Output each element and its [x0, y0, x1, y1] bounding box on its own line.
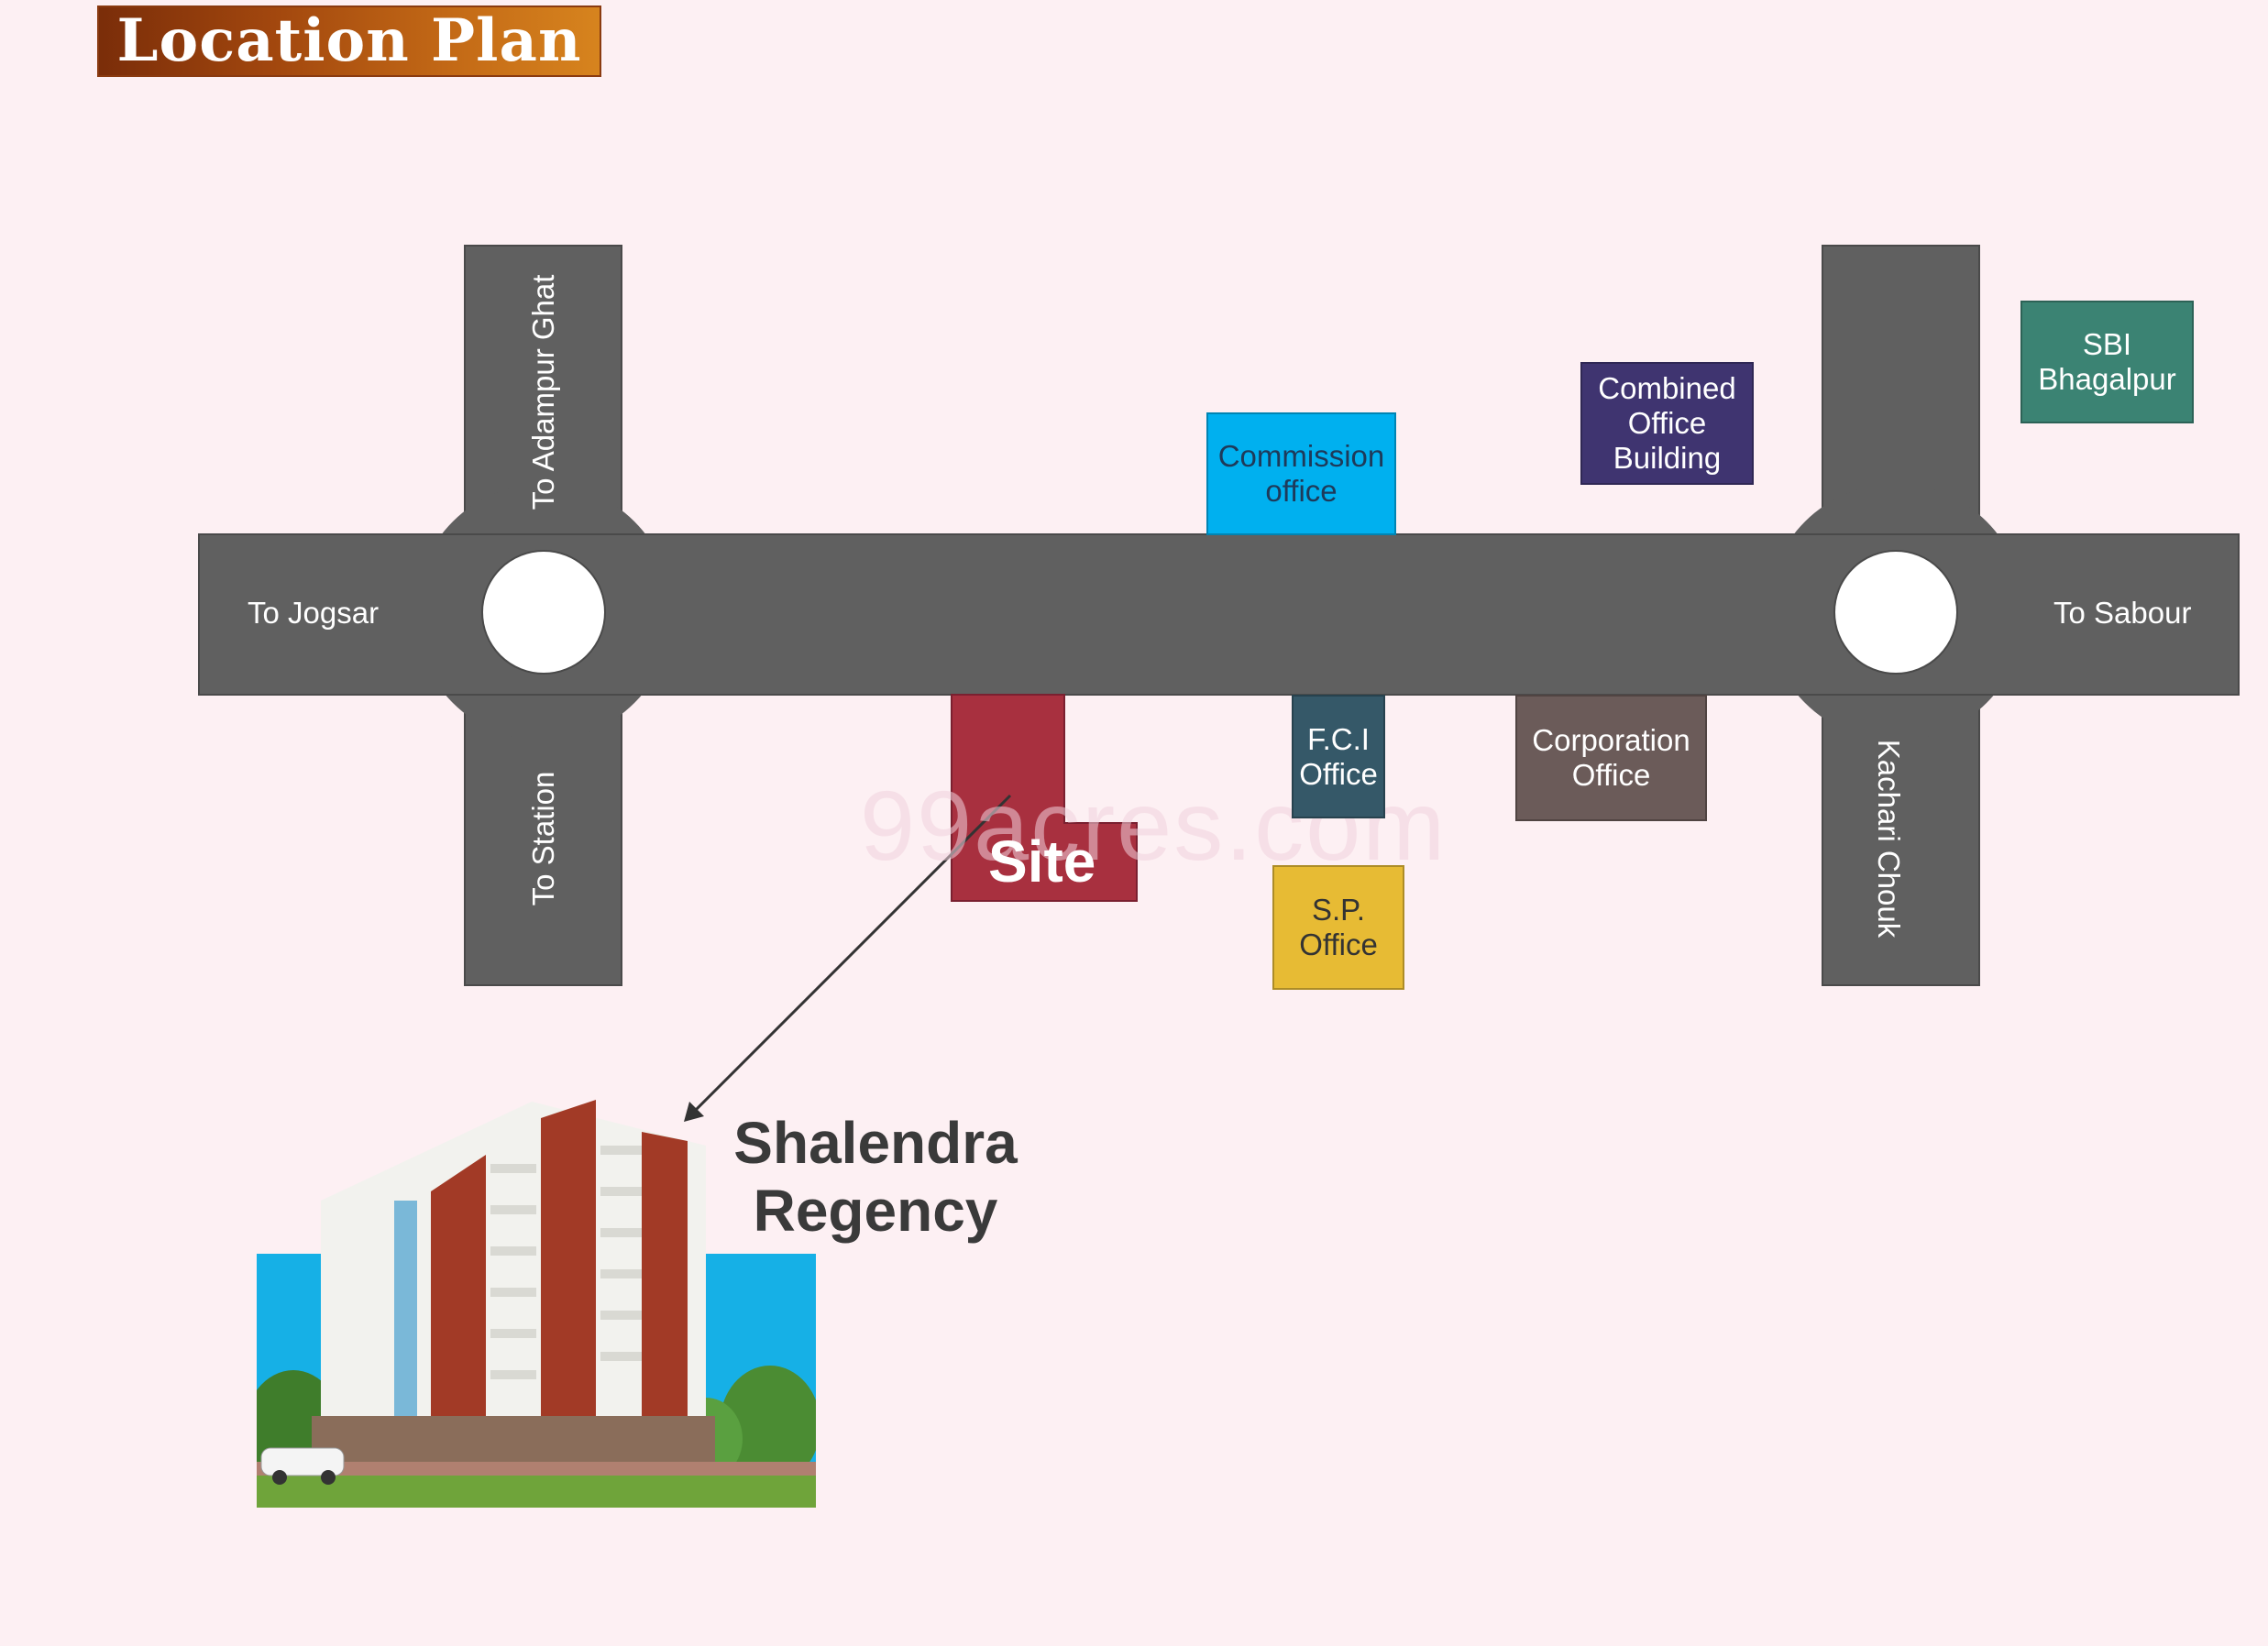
car-wheel-front: [272, 1470, 287, 1485]
road-label-north: To Adampur Ghat: [526, 274, 560, 510]
building-brick-left: [431, 1155, 486, 1462]
roundabout-left: [481, 550, 606, 675]
fence: [257, 1462, 816, 1476]
fci-office-label: F.C.I Office: [1299, 721, 1378, 791]
project-name: Shalendra Regency: [733, 1110, 1018, 1244]
roundabout-right: [1833, 550, 1958, 675]
site-arrow-head: [684, 1102, 704, 1122]
sp-office: S.P. Office: [1272, 865, 1404, 990]
glass-column: [394, 1201, 417, 1457]
combined-office-label: Combined Office Building: [1598, 371, 1736, 475]
building-photo: [257, 1100, 816, 1508]
building-brick-right: [642, 1132, 688, 1450]
ground-floor: [312, 1416, 715, 1462]
site-plot: [951, 694, 1138, 902]
commission-office: Commission office: [1206, 412, 1396, 535]
road-label-south: To Station: [526, 771, 560, 906]
tree-right: [720, 1366, 816, 1485]
corporation-office: Corporation Office: [1515, 695, 1707, 821]
corporation-office-label: Corporation Office: [1532, 723, 1690, 792]
car-wheel-rear: [321, 1470, 336, 1485]
car: [260, 1447, 345, 1476]
road-label-kachari: Kachari Chouk: [1872, 739, 1906, 938]
combined-office-building: Combined Office Building: [1580, 362, 1754, 485]
balconies: [490, 1146, 642, 1379]
sbi-bhagalpur: SBI Bhagalpur: [2020, 301, 2194, 423]
commission-office-label: Commission office: [1217, 439, 1385, 508]
title-banner: Location Plan: [97, 5, 601, 77]
road-label-east: To Sabour: [2053, 596, 2192, 630]
lawn: [257, 1476, 816, 1508]
page-title: Location Plan: [116, 6, 582, 75]
fci-office: F.C.I Office: [1292, 695, 1385, 818]
site-arrow: [688, 794, 1012, 1118]
site-label: Site: [988, 828, 1096, 894]
road-label-west: To Jogsar: [248, 596, 380, 630]
building-brick-center: [541, 1100, 596, 1455]
sp-office-label: S.P. Office: [1299, 893, 1378, 961]
sbi-bhagalpur-label: SBI Bhagalpur: [2038, 327, 2176, 396]
